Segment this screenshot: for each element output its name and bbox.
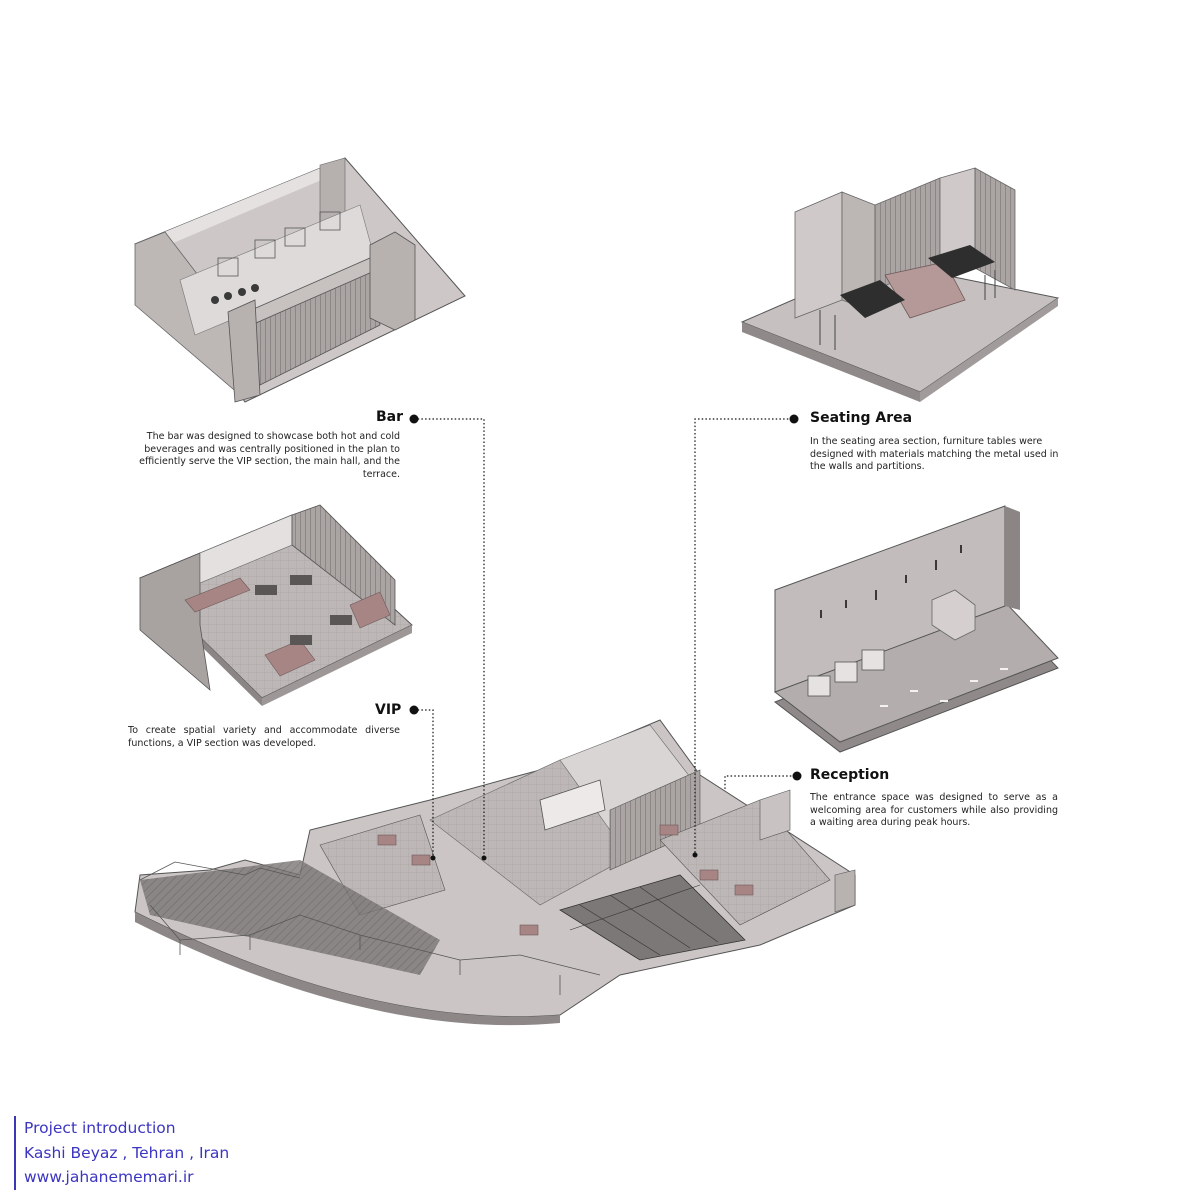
leader-dots — [409, 414, 802, 861]
bar-stools — [819, 270, 996, 350]
bar-dot — [409, 414, 419, 424]
project-introduction-label: Project introduction — [24, 1119, 176, 1137]
coffee-machines — [211, 284, 259, 304]
plan-booths — [377, 824, 754, 936]
website-link[interactable]: www.jahanememari.ir — [24, 1168, 194, 1186]
reception-description: The entrance space was designed to serve… — [810, 792, 1058, 828]
vip-dot — [409, 705, 419, 715]
vip-leader — [414, 709, 434, 858]
floor-light-marks — [880, 668, 1008, 707]
bar-leader — [414, 418, 485, 858]
leader-lines — [414, 418, 795, 858]
project-location: Kashi Beyaz , Tehran , Iran — [24, 1143, 230, 1162]
seating-axonometric — [740, 167, 1060, 402]
seating-area-title: Seating Area — [810, 410, 913, 426]
bar-title: Bar — [376, 409, 404, 425]
seating-area-description: In the seating area section, furniture t… — [810, 436, 1059, 472]
bar-shelves — [217, 211, 341, 277]
reception-dot — [792, 771, 802, 781]
bar-axonometric — [134, 157, 466, 403]
project-info-footer: Project introduction Kashi Beyaz , Tehra… — [14, 1116, 229, 1190]
reception-wall-slots — [820, 545, 962, 618]
glass-roof-grid — [569, 884, 719, 956]
vip-booths — [184, 577, 391, 677]
terrace-railing — [139, 861, 601, 995]
reception-axonometric — [773, 505, 1059, 753]
main-plan-axonometric — [134, 719, 856, 1026]
reception-stools — [807, 649, 885, 697]
vip-description: To create spatial variety and accommodat… — [128, 725, 400, 749]
reception-leader — [724, 775, 795, 790]
vip-title: VIP — [375, 702, 402, 718]
bar-description: The bar was designed to showcase both ho… — [139, 431, 400, 480]
seating-leader — [694, 418, 792, 855]
reception-title: Reception — [810, 767, 890, 783]
vip-tables — [255, 575, 352, 645]
seating-dot — [789, 414, 799, 424]
vip-axonometric — [139, 504, 413, 706]
